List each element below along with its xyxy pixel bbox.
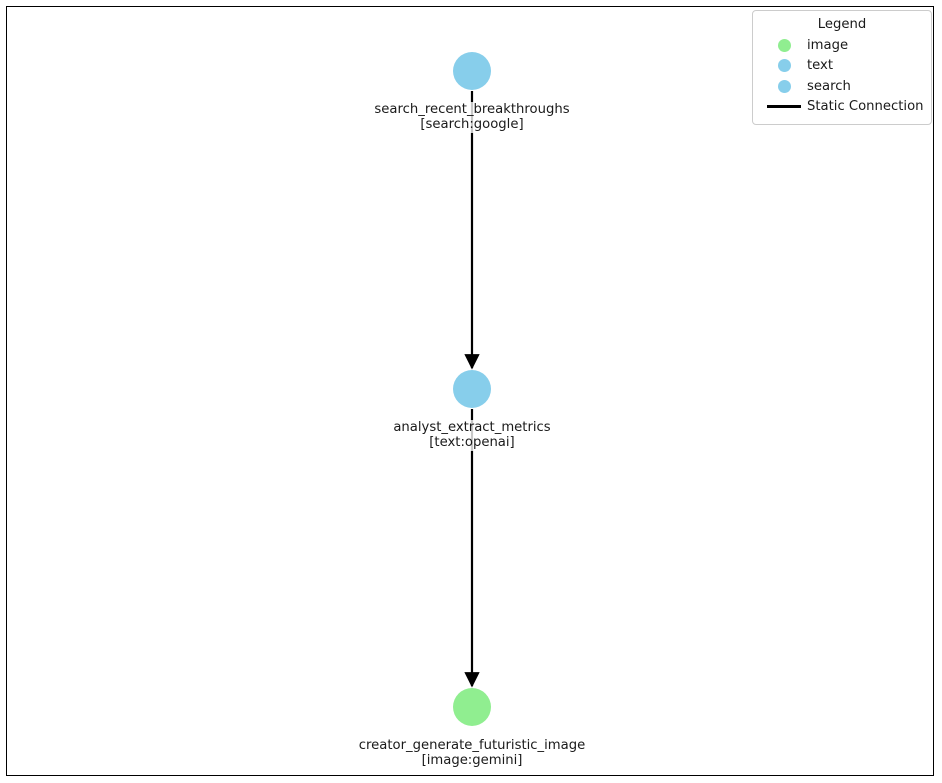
legend-entry: image (761, 35, 923, 56)
legend-dot-marker (761, 59, 807, 73)
legend-entry: Static Connection (761, 97, 924, 118)
nodes-layer (453, 52, 491, 726)
legend-entry: search (761, 76, 923, 97)
node-label-name: analyst_extract_metrics (393, 420, 551, 435)
legend-label: image (807, 37, 849, 53)
graph-node[interactable] (453, 52, 491, 90)
legend-title: Legend (817, 17, 867, 32)
dot-swatch-icon (777, 59, 791, 73)
node-label: analyst_extract_metrics[text:openai] (391, 420, 553, 451)
legend-dot-marker (761, 38, 807, 52)
legend-label: Static Connection (807, 99, 924, 115)
graph-node[interactable] (453, 688, 491, 726)
legend-entry: text (761, 56, 923, 77)
legend-label: text (807, 58, 834, 74)
node-label-kind: [text:openai] (429, 435, 515, 451)
node-label-name: creator_generate_futuristic_image (358, 738, 586, 753)
legend-line-marker (761, 105, 807, 109)
node-label: search_recent_breakthroughs[search:googl… (372, 102, 572, 133)
legend-dot-marker (761, 79, 807, 93)
node-label-name: search_recent_breakthroughs (374, 102, 570, 117)
legend-label: search (807, 78, 851, 94)
dot-swatch-icon (777, 38, 791, 52)
node-label-kind: [image:gemini] (421, 753, 523, 769)
graph-node[interactable] (453, 370, 491, 408)
dot-swatch-icon (777, 79, 791, 93)
node-label-kind: [search:google] (420, 117, 524, 133)
node-label: creator_generate_futuristic_image[image:… (356, 738, 588, 769)
line-swatch-icon (767, 105, 801, 109)
